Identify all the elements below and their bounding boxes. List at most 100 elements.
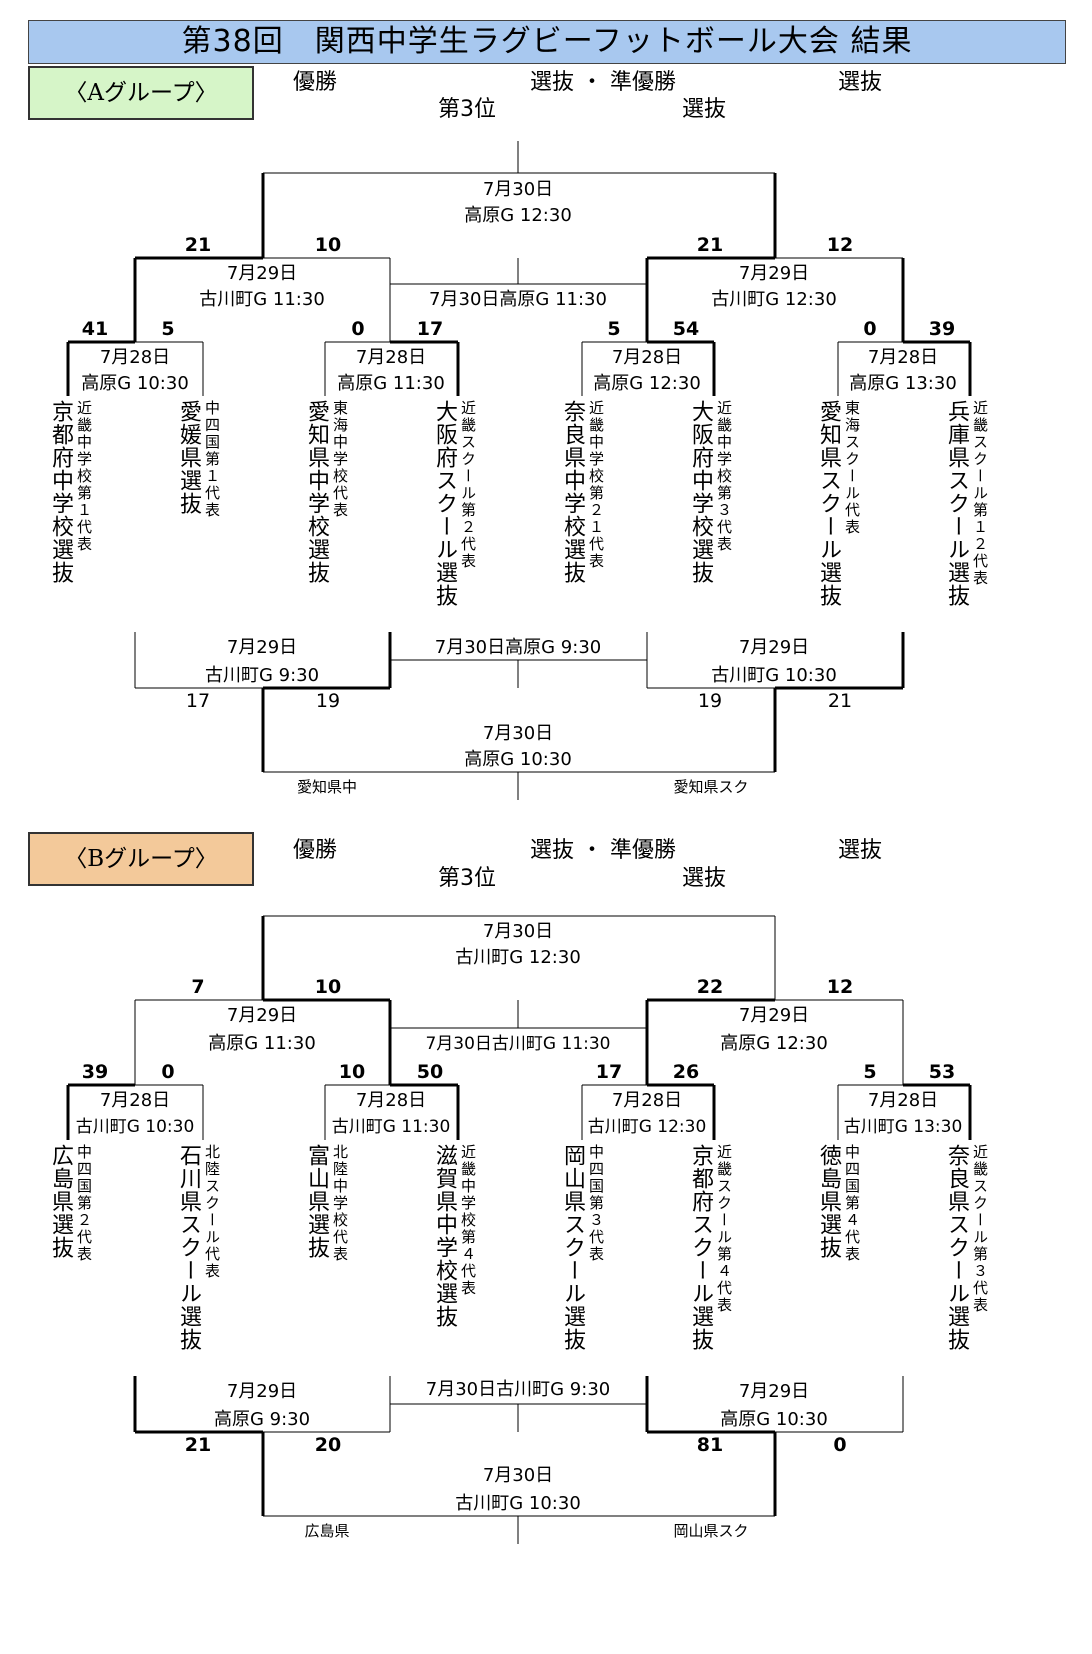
group-a-lower2-date: 7月29日 — [738, 637, 810, 658]
group-b-third-team: 選抜 — [681, 866, 727, 891]
page-title: 第38回 関西中学生ラグビーフットボール大会 結果 — [28, 20, 1066, 64]
group-a-qf3-score-left: 5 — [607, 318, 621, 340]
group-a-team-3-note: 東海中学校代表 — [331, 400, 349, 519]
group-a-team-6-note: 近畿中学校第３代表 — [715, 400, 733, 553]
group-b-bottom-left-team: 広島県 — [304, 1522, 350, 1540]
group-b-champion-heading: 優勝 — [292, 838, 338, 863]
group-b-lower2-date: 7月29日 — [738, 1381, 810, 1402]
group-a-qf3-score-right: 54 — [672, 318, 700, 340]
group-b-lower-score-1: 21 — [184, 1434, 212, 1456]
group-b-semi1-venue: 高原G 11:30 — [208, 1033, 316, 1054]
group-b-team-3: 富山県選抜 — [304, 1144, 329, 1259]
group-a-team-4: 大阪府スクール選抜 — [432, 400, 457, 607]
group-b-team-2: 石川県スクール選抜 — [176, 1144, 201, 1351]
group-b-team-8-note: 近畿スクール第３代表 — [971, 1144, 989, 1314]
group-b-runnerup-heading: 選抜 ・ 準優勝 — [530, 838, 676, 863]
group-a-semi1-score-left: 21 — [184, 234, 212, 256]
group-b-third-place-match: 7月30日古川町G 11:30 — [425, 1034, 611, 1054]
group-b-semi2-date: 7月29日 — [738, 1005, 810, 1026]
group-b-team-8: 奈良県スクール選抜 — [944, 1144, 969, 1351]
group-a-third-team: 選抜 — [681, 97, 727, 122]
group-a-third-heading: 第3位 — [438, 97, 496, 122]
group-a-semi2-venue: 古川町G 12:30 — [711, 289, 837, 310]
group-a-semi1-score-right: 10 — [314, 234, 342, 256]
group-a-qf1-score-right: 5 — [161, 318, 175, 340]
group-b-lower2-venue: 高原G 10:30 — [720, 1409, 828, 1430]
group-b-qf2-score-right: 50 — [416, 1061, 444, 1083]
group-b-semi2-score-right: 12 — [826, 976, 854, 998]
group-b-team-1-note: 中四国第２代表 — [75, 1144, 93, 1263]
group-b-team-7-note: 中四国第４代表 — [843, 1144, 861, 1263]
group-b-qf3-venue: 古川町G 12:30 — [587, 1117, 707, 1137]
group-b-team-4-note: 近畿中学校第４代表 — [459, 1144, 477, 1297]
group-b-qf3-score-left: 17 — [595, 1061, 623, 1083]
group-b-semi2-score-left: 22 — [696, 976, 724, 998]
group-b-qf1-score-left: 39 — [81, 1061, 109, 1083]
group-a-champion-heading: 優勝 — [292, 70, 338, 95]
group-a-qf2-date: 7月28日 — [355, 347, 427, 368]
group-b-bottom-venue: 古川町G 10:30 — [455, 1493, 581, 1514]
group-a-qf4-score-right: 39 — [928, 318, 956, 340]
group-a-team-2-note: 中四国第１代表 — [203, 400, 221, 519]
group-a-champion-team: 選抜 — [837, 70, 883, 95]
group-a-team-8: 兵庫県スクール選抜 — [944, 400, 969, 607]
group-b-qf2-score-left: 10 — [338, 1061, 366, 1083]
group-b-qf1-venue: 古川町G 10:30 — [75, 1117, 195, 1137]
group-b-lower1-date: 7月29日 — [226, 1381, 298, 1402]
group-a-lower-score-4: 21 — [827, 690, 853, 712]
group-b-champion-team: 選抜 — [837, 838, 883, 863]
group-b-team-6: 京都府スクール選抜 — [688, 1144, 713, 1351]
group-a-qf1-date: 7月28日 — [99, 347, 171, 368]
group-a-final-date: 7月30日 — [482, 179, 554, 200]
group-a-semi2-score-right: 12 — [826, 234, 854, 256]
group-a-lower1-date: 7月29日 — [226, 637, 298, 658]
group-b-team-1: 広島県選抜 — [48, 1144, 73, 1259]
group-b-semi1-score-left: 7 — [191, 976, 205, 998]
group-a-lower-center-match: 7月30日高原G 9:30 — [434, 637, 602, 658]
group-a-bottom-venue: 高原G 10:30 — [464, 749, 572, 770]
group-a-lower-score-2: 19 — [315, 690, 341, 712]
group-a-qf1-venue: 高原G 10:30 — [81, 373, 189, 394]
group-a-team-8-note: 近畿スクール第１２代表 — [971, 400, 989, 587]
group-b-qf3-score-right: 26 — [672, 1061, 700, 1083]
group-a-team-4-note: 近畿スクール第２代表 — [459, 400, 477, 570]
group-a-semi2-date: 7月29日 — [738, 263, 810, 284]
group-a-qf2-score-right: 17 — [416, 318, 444, 340]
group-b-qf4-venue: 古川町G 13:30 — [843, 1117, 963, 1137]
group-a-semi1-venue: 古川町G 11:30 — [199, 289, 325, 310]
group-b-lower-center-match: 7月30日古川町G 9:30 — [425, 1379, 611, 1400]
group-a-lower-score-3: 19 — [697, 690, 723, 712]
group-b-qf1-score-right: 0 — [161, 1061, 175, 1083]
group-b-qf1-date: 7月28日 — [99, 1090, 171, 1111]
group-a-final-venue: 高原G 12:30 — [464, 205, 572, 226]
group-a-bottom-right-team: 愛知県スク — [673, 778, 749, 796]
group-a-lower2-venue: 古川町G 10:30 — [711, 665, 837, 686]
group-a-qf3-venue: 高原G 12:30 — [593, 373, 701, 394]
group-b-team-2-note: 北陸スクール代表 — [203, 1144, 221, 1280]
group-a-third-place-match: 7月30日高原G 11:30 — [429, 289, 607, 310]
group-a-qf2-score-left: 0 — [351, 318, 365, 340]
group-b-team-7: 徳島県選抜 — [816, 1144, 841, 1259]
group-a-qf2-venue: 高原G 11:30 — [337, 373, 445, 394]
group-b-lower-score-3: 81 — [696, 1434, 724, 1456]
group-a-semi1-date: 7月29日 — [226, 263, 298, 284]
group-b-team-5: 岡山県スクール選抜 — [560, 1144, 585, 1351]
group-a-semi2-score-left: 21 — [696, 234, 724, 256]
group-b-bottom-right-team: 岡山県スク — [673, 1522, 749, 1540]
group-a-qf1-score-left: 41 — [81, 318, 109, 340]
group-a-team-5: 奈良県中学校選抜 — [560, 400, 585, 584]
group-a-qf4-date: 7月28日 — [867, 347, 939, 368]
group-b-bottom-date: 7月30日 — [482, 1465, 554, 1486]
group-a-qf4-score-left: 0 — [863, 318, 877, 340]
group-b-team-5-note: 中四国第３代表 — [587, 1144, 605, 1263]
group-a-team-2: 愛媛県選抜 — [176, 400, 201, 515]
group-b-qf4-date: 7月28日 — [867, 1090, 939, 1111]
group-a-team-6: 大阪府中学校選抜 — [688, 400, 713, 584]
group-a-team-1: 京都府中学校選抜 — [48, 400, 73, 584]
group-b-qf2-date: 7月28日 — [355, 1090, 427, 1111]
group-b-qf3-date: 7月28日 — [611, 1090, 683, 1111]
group-b-qf4-score-right: 53 — [928, 1061, 956, 1083]
group-b-third-heading: 第3位 — [438, 866, 496, 891]
group-b-lower1-venue: 高原G 9:30 — [213, 1409, 311, 1430]
